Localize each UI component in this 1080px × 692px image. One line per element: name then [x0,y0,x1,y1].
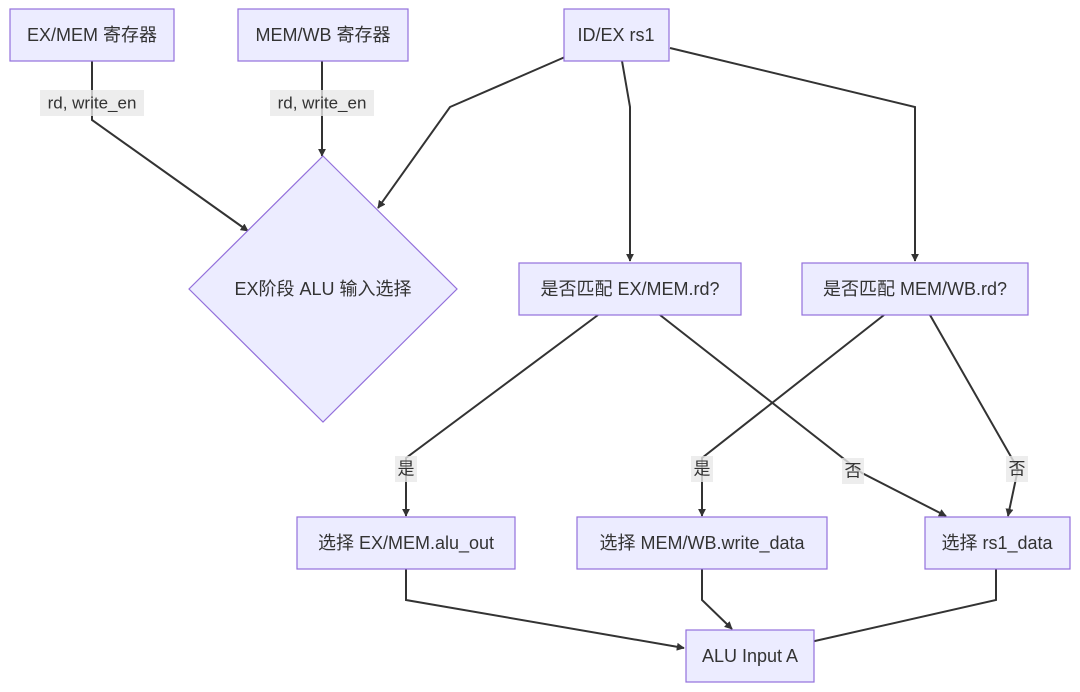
node-label: 选择 EX/MEM.alu_out [318,533,494,554]
nodes: EX/MEM 寄存器 MEM/WB 寄存器 ID/EX rs1 EX阶段 ALU… [9,8,1071,683]
edge-rs1-to-select [377,56,566,209]
node-select-mem-wb-write-data[interactable]: 选择 MEM/WB.write_data [576,516,828,570]
node-mem-wb-register[interactable]: MEM/WB 寄存器 [237,8,409,62]
edge-mem-wb-no [929,314,1020,517]
edge-label-text: 是 [694,460,711,479]
node-label: 是否匹配 EX/MEM.rd? [540,279,719,299]
node-alu-input-a[interactable]: ALU Input A [685,629,815,683]
edge-label-text: 是 [398,460,415,479]
edge-label-mem-wb-rd: rd, write_en [270,90,374,116]
node-match-ex-mem-rd[interactable]: 是否匹配 EX/MEM.rd? [518,262,742,316]
edge-rs1-to-match-ex-mem [621,60,634,262]
edge-label-text: rd, write_en [278,94,367,113]
node-select-rs1-data[interactable]: 选择 rs1_data [924,516,1071,570]
edge-rs1-to-match-mem-wb [669,47,919,262]
edge-select-mem-wb-to-alu [701,568,733,630]
node-id-ex-rs1[interactable]: ID/EX rs1 [563,8,670,62]
edges [91,47,1020,651]
node-label: EX阶段 ALU 输入选择 [234,279,411,299]
edge-label-text: 否 [845,462,862,481]
edge-label-ex-mem-rd: rd, write_en [40,90,144,116]
node-label: ID/EX rs1 [577,25,654,45]
edge-mem-wb-yes [698,314,885,517]
edge-label-ex-mem-yes: 是 [395,456,417,482]
edge-label-mem-wb-yes: 是 [691,456,713,482]
node-label: ALU Input A [702,646,798,666]
edge-ex-mem-to-select [91,61,249,232]
node-label: 选择 MEM/WB.write_data [599,533,805,554]
node-label: 选择 rs1_data [941,533,1053,554]
edge-select-rs1-to-alu [805,568,997,646]
node-ex-mem-register[interactable]: EX/MEM 寄存器 [9,8,175,62]
edge-label-ex-mem-no: 否 [842,458,864,484]
edge-label-mem-wb-no: 否 [1006,456,1028,482]
edge-label-text: rd, write_en [48,94,137,113]
node-match-mem-wb-rd[interactable]: 是否匹配 MEM/WB.rd? [801,262,1029,316]
edge-ex-mem-yes [402,314,599,517]
node-alu-input-select-decision[interactable]: EX阶段 ALU 输入选择 [188,155,458,423]
node-label: MEM/WB 寄存器 [256,25,391,45]
edge-select-ex-mem-to-alu [405,568,685,651]
node-select-ex-mem-alu-out[interactable]: 选择 EX/MEM.alu_out [296,516,516,570]
node-label: 是否匹配 MEM/WB.rd? [823,279,1007,299]
node-label: EX/MEM 寄存器 [27,25,157,45]
edge-label-text: 否 [1009,460,1026,479]
edge-labels: rd, write_en rd, write_en 是 否 是 否 [40,90,1028,484]
